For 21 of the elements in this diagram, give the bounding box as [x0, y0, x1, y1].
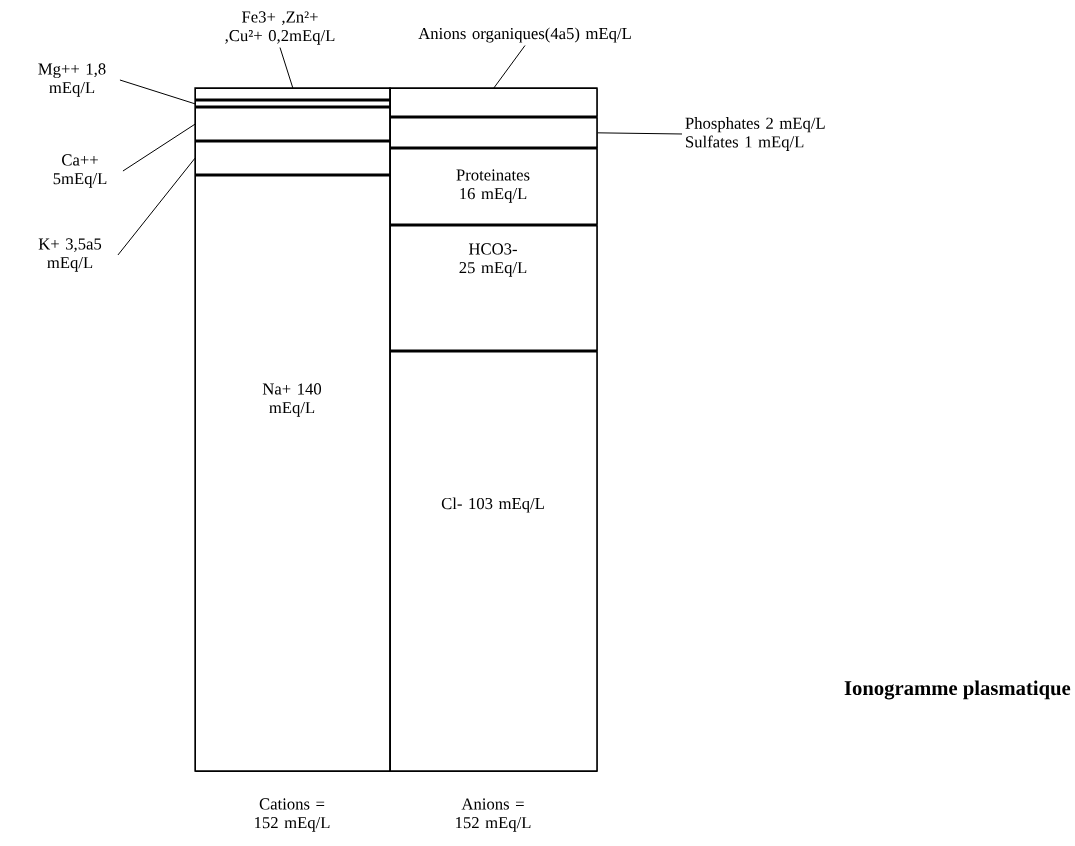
ion-label: Anions organiques(4a5) mEq/L [418, 27, 631, 43]
ion-segment: Na+ 140 mEq/L [195, 175, 391, 772]
node-label: Cations = 152 mEq/L [255, 798, 330, 832]
ion-segment: Proteinates 16 mEq/L [390, 148, 598, 225]
leader-line [279, 47, 294, 89]
ion-segment [195, 141, 391, 176]
leader-line [117, 157, 196, 256]
ion-label: Ca++ 5mEq/L [53, 154, 107, 188]
ion-label: Phosphates 2 mEq/L Sulfates 1 mEq/L [685, 117, 825, 151]
diagram-title: Ionogramme plasmatique [844, 680, 1071, 700]
ion-label: Mg++ 1,8 mEq/L [38, 63, 106, 97]
ion-label: K+ 3,5a5 mEq/L [38, 238, 102, 272]
node-label: Anions = 152 mEq/L [456, 798, 531, 832]
ion-segment: Cl- 103 mEq/L [390, 351, 598, 772]
leader-line [119, 79, 196, 105]
ion-segment [195, 107, 391, 142]
leader-line [122, 123, 196, 172]
ion-segment: HCO3- 25 mEq/L [390, 225, 598, 352]
leader-line [597, 132, 683, 135]
ion-label: Fe3+ ,Zn²+ ,Cu²+ 0,2mEq/L [225, 11, 335, 45]
leader-line [493, 45, 526, 89]
